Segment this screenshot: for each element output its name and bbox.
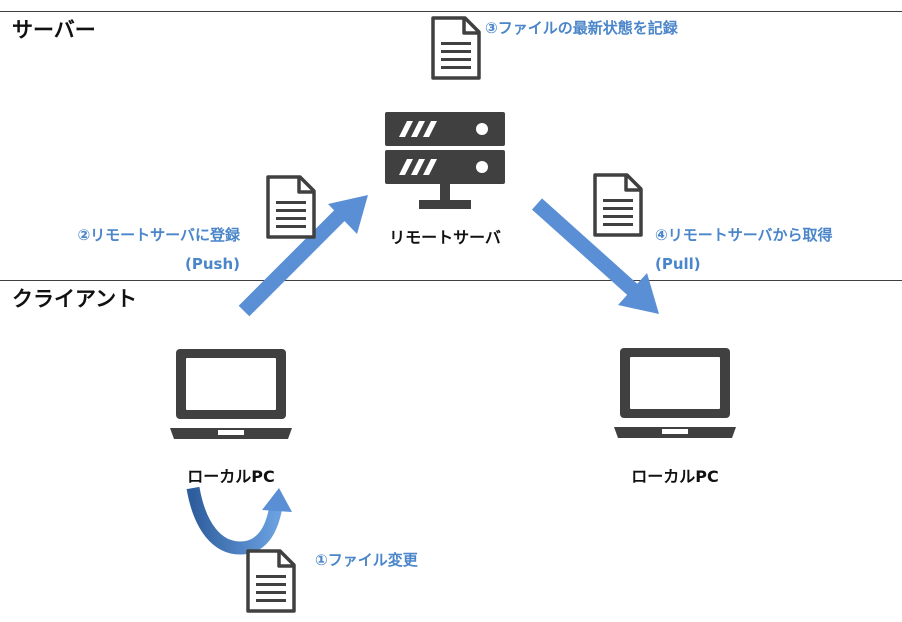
step3-label: ③ファイルの最新状態を記録 (485, 19, 678, 37)
step2-label-line1: ②リモートサーバに登録 (77, 226, 240, 244)
server-icon (385, 112, 505, 214)
push-arrow-icon (238, 195, 368, 317)
pull-arrow-icon (531, 198, 659, 314)
document-icon (593, 173, 643, 237)
client-section-divider (0, 280, 902, 281)
change-curve-arrow-icon (186, 486, 292, 555)
remote-server-label: リモートサーバ (389, 228, 501, 247)
document-icon (431, 16, 481, 80)
step2-label-line2: (Push) (185, 255, 240, 273)
step1-label: ①ファイル変更 (315, 551, 418, 569)
server-section-label: サーバー (12, 18, 96, 42)
document-icon (266, 175, 316, 239)
step4-label-line1: ④リモートサーバから取得 (655, 226, 833, 244)
laptop-icon (168, 346, 294, 441)
step4-label-line2: (Pull) (655, 255, 701, 273)
laptop-icon (612, 345, 738, 440)
local-pc-left-label: ローカルPC (187, 467, 275, 486)
local-pc-right-label: ローカルPC (631, 467, 719, 486)
server-section-divider (0, 11, 902, 12)
client-section-label: クライアント (12, 287, 138, 311)
document-icon (246, 549, 296, 613)
